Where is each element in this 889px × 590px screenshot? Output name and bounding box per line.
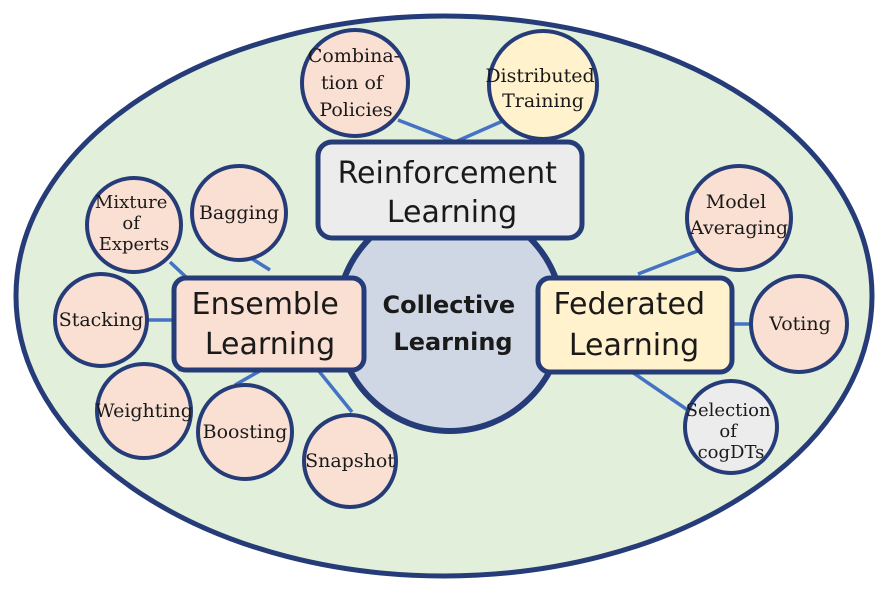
- leaf-combination-line-2: tion of: [321, 72, 385, 94]
- leaf-voting-label: Voting: [768, 313, 831, 335]
- leaf-distributed-line-2: Training: [502, 90, 584, 112]
- leaf-boosting-label: Boosting: [203, 421, 288, 443]
- leaf-mixture-of-experts-label: Mixture of Experts: [95, 192, 173, 255]
- reinforcement-label-line-1: Reinforcement: [338, 156, 558, 191]
- leaf-weighting-line-1: Weighting: [95, 400, 193, 422]
- ensemble-label: Ensemble Learning: [192, 287, 349, 362]
- leaf-snapshot-line-1: Snapshot: [305, 450, 395, 472]
- connector-distributed-reinforcement: [454, 118, 506, 144]
- connector-model-averaging-federated: [637, 248, 701, 276]
- ensemble-label-line-1: Ensemble: [192, 287, 339, 322]
- federated-label-line-1: Federated: [553, 287, 705, 322]
- leaf-weighting-label: Weighting: [95, 400, 193, 422]
- leaf-boosting: [196, 383, 294, 481]
- leaf-combination-line-1: Combina-: [308, 45, 400, 67]
- reinforcement-box: [315, 139, 585, 241]
- leaf-distributed-training-label: Distributed Training: [485, 65, 600, 112]
- connector-mixture-ensemble: [168, 260, 189, 280]
- leaf-snapshot-label: Snapshot: [305, 450, 395, 472]
- leaf-distributed-training: [487, 29, 599, 141]
- leaf-stacking-label: Stacking: [59, 309, 144, 331]
- leaf-mixture-line-2: of: [122, 213, 141, 234]
- leaf-model-averaging-line-1: Model: [706, 191, 766, 213]
- leaf-selection-line-3: cogDTs: [698, 442, 765, 463]
- ensemble-label-line-2: Learning: [205, 327, 335, 362]
- center-label-line-1: Collective: [382, 291, 515, 319]
- leaf-stacking-line-1: Stacking: [59, 309, 144, 331]
- connectors: [145, 118, 752, 417]
- leaf-selection-line-2: of: [719, 421, 738, 442]
- leaf-model-averaging-label: Model Averaging: [689, 191, 788, 239]
- leaf-bagging-line-1: Bagging: [199, 202, 279, 224]
- reinforcement-label: Reinforcement Learning: [338, 156, 567, 230]
- leaf-boosting-line-1: Boosting: [203, 421, 288, 443]
- connector-combination-reinforcement: [397, 118, 456, 144]
- leaf-model-averaging: [685, 164, 793, 272]
- leaf-weighting: [95, 362, 193, 460]
- leaf-mixture-line-3: Experts: [99, 234, 170, 255]
- leaf-distributed-line-1: Distributed: [485, 65, 594, 87]
- federated-label: Federated Learning: [553, 287, 714, 363]
- leaf-voting: [749, 274, 849, 374]
- leaf-mixture-of-experts: [85, 176, 183, 274]
- federated-label-line-2: Learning: [569, 328, 699, 363]
- ensemble-box: [171, 275, 367, 373]
- leaf-selection-of-cogdts: [683, 379, 779, 475]
- leaf-model-averaging-line-2: Averaging: [689, 217, 788, 239]
- leaf-bagging: [190, 164, 288, 262]
- connector-selection-federated: [631, 370, 696, 417]
- center-label: Collective Learning: [382, 291, 523, 356]
- connector-snapshot-ensemble: [316, 368, 354, 414]
- leaf-combination-line-3: Policies: [319, 99, 392, 121]
- leaf-stacking: [53, 272, 149, 368]
- reinforcement-label-line-2: Learning: [387, 195, 517, 230]
- leaf-voting-line-1: Voting: [768, 313, 831, 335]
- center-label-line-2: Learning: [393, 328, 512, 356]
- leaf-combination-of-policies: [300, 28, 410, 138]
- leaf-snapshot: [302, 413, 398, 509]
- leaf-bagging-label: Bagging: [199, 202, 279, 224]
- leaf-combination-of-policies-label: Combina- tion of Policies: [308, 45, 406, 121]
- leaf-mixture-line-1: Mixture: [95, 192, 167, 213]
- leaf-selection-line-1: Selection: [686, 400, 771, 421]
- federated-box: [535, 275, 735, 375]
- leaf-selection-of-cogdts-label: Selection of cogDTs: [686, 400, 777, 463]
